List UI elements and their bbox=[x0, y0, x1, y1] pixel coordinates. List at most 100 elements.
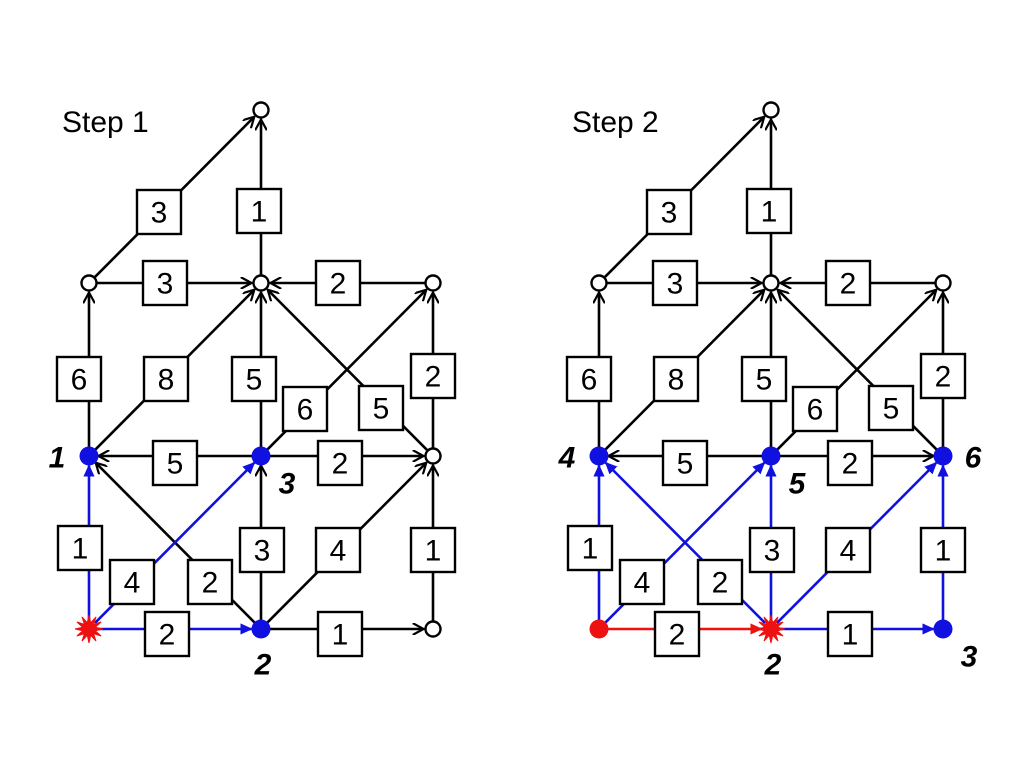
step-title: Step 1 bbox=[62, 106, 149, 139]
node-d bbox=[79, 446, 99, 466]
weight-box-frame bbox=[867, 384, 915, 432]
weight-box-frame bbox=[652, 355, 700, 403]
weight-label: 1 bbox=[842, 619, 859, 652]
weight-box-a-b: 2 bbox=[653, 610, 701, 658]
node-g bbox=[762, 101, 780, 119]
weight-label: 2 bbox=[842, 448, 859, 481]
weight-label: 1 bbox=[251, 196, 268, 229]
weight-label: 8 bbox=[668, 364, 685, 397]
weight-box-e-g: 3 bbox=[135, 188, 183, 236]
weight-label: 2 bbox=[669, 619, 686, 652]
weight-box-i-j: 2 bbox=[409, 352, 457, 400]
weight-box-b-i: 4 bbox=[314, 526, 362, 574]
weight-box-frame bbox=[55, 355, 103, 403]
weight-box-frame bbox=[56, 524, 104, 572]
node-j bbox=[934, 274, 952, 292]
weight-label: 2 bbox=[332, 448, 349, 481]
weight-label: 8 bbox=[158, 364, 175, 397]
weight-box-h-i: 2 bbox=[826, 439, 874, 487]
weight-box-frame bbox=[409, 526, 457, 574]
weight-box-b-c: 1 bbox=[316, 610, 364, 658]
weight-box-frame bbox=[745, 187, 793, 235]
distance-label-d: 1 bbox=[49, 442, 66, 475]
distance-label-b: 2 bbox=[764, 649, 782, 682]
weight-box-b-h: 3 bbox=[748, 526, 796, 574]
weight-box-frame bbox=[357, 384, 405, 432]
weight-box-frame bbox=[409, 352, 457, 400]
weight-box-a-b: 2 bbox=[143, 610, 191, 658]
weight-box-frame bbox=[186, 558, 234, 606]
weight-box-d-e: 6 bbox=[55, 355, 103, 403]
weight-box-frame bbox=[826, 610, 874, 658]
weight-label: 6 bbox=[807, 394, 824, 427]
weight-box-h-j: 6 bbox=[791, 385, 839, 433]
distance-labels: 1 2 3 bbox=[49, 442, 296, 682]
weight-label: 1 bbox=[425, 535, 442, 568]
weight-box-i-f: 5 bbox=[357, 384, 405, 432]
weight-label: 3 bbox=[254, 535, 271, 568]
weight-box-c-i: 1 bbox=[409, 526, 457, 574]
node-h bbox=[251, 446, 271, 466]
node-a bbox=[589, 619, 609, 639]
weight-label: 5 bbox=[167, 448, 184, 481]
weight-label: 5 bbox=[246, 364, 263, 397]
node-e bbox=[590, 274, 608, 292]
weight-box-frame bbox=[653, 610, 701, 658]
weight-label: 5 bbox=[883, 393, 900, 426]
step-title: Step 2 bbox=[572, 106, 659, 139]
weight-label: 4 bbox=[124, 567, 141, 600]
weight-box-frame bbox=[824, 526, 872, 574]
weight-box-h-f: 5 bbox=[230, 355, 278, 403]
weight-label: 1 bbox=[582, 533, 599, 566]
weight-box-d-f: 8 bbox=[142, 355, 190, 403]
weight-box-frame bbox=[565, 355, 613, 403]
node-i bbox=[933, 446, 953, 466]
node-a-star-icon bbox=[74, 614, 104, 644]
weight-box-d-f: 8 bbox=[652, 355, 700, 403]
node-f bbox=[252, 274, 270, 292]
weight-box-frame bbox=[566, 524, 614, 572]
weight-label: 1 bbox=[935, 535, 952, 568]
weight-label: 3 bbox=[667, 268, 684, 301]
weight-box-frame bbox=[238, 526, 286, 574]
weight-label: 2 bbox=[202, 567, 219, 600]
weight-label: 1 bbox=[332, 619, 349, 652]
weight-box-j-f: 2 bbox=[824, 259, 872, 307]
weight-box-c-i: 1 bbox=[919, 526, 967, 574]
weight-box-i-f: 5 bbox=[867, 384, 915, 432]
weight-box-frame bbox=[740, 355, 788, 403]
weight-box-frame bbox=[826, 439, 874, 487]
weight-box-frame bbox=[618, 558, 666, 606]
node-h bbox=[761, 446, 781, 466]
weight-box-frame bbox=[791, 385, 839, 433]
weight-label: 4 bbox=[634, 567, 651, 600]
weight-box-frame bbox=[230, 355, 278, 403]
weight-box-frame bbox=[696, 558, 744, 606]
weight-label: 3 bbox=[151, 197, 168, 230]
weight-label: 2 bbox=[159, 619, 176, 652]
weight-box-frame bbox=[645, 188, 693, 236]
weight-box-frame bbox=[314, 526, 362, 574]
weight-label: 4 bbox=[840, 535, 857, 568]
weight-box-f-g: 1 bbox=[745, 187, 793, 235]
weight-box-frame bbox=[919, 352, 967, 400]
weight-box-b-i: 4 bbox=[824, 526, 872, 574]
weight-label: 2 bbox=[935, 361, 952, 394]
weight-label: 6 bbox=[71, 364, 88, 397]
distance-label-h: 5 bbox=[789, 468, 807, 501]
weight-label: 2 bbox=[330, 268, 347, 301]
weight-box-frame bbox=[143, 610, 191, 658]
weight-box-d-e: 6 bbox=[565, 355, 613, 403]
node-e bbox=[80, 274, 98, 292]
weight-box-h-j: 6 bbox=[281, 385, 329, 433]
weight-box-frame bbox=[314, 259, 362, 307]
weight-box-b-d: 2 bbox=[186, 558, 234, 606]
distance-label-i: 6 bbox=[965, 442, 982, 475]
node-f bbox=[762, 274, 780, 292]
weight-box-frame bbox=[235, 187, 283, 235]
node-c bbox=[933, 619, 953, 639]
